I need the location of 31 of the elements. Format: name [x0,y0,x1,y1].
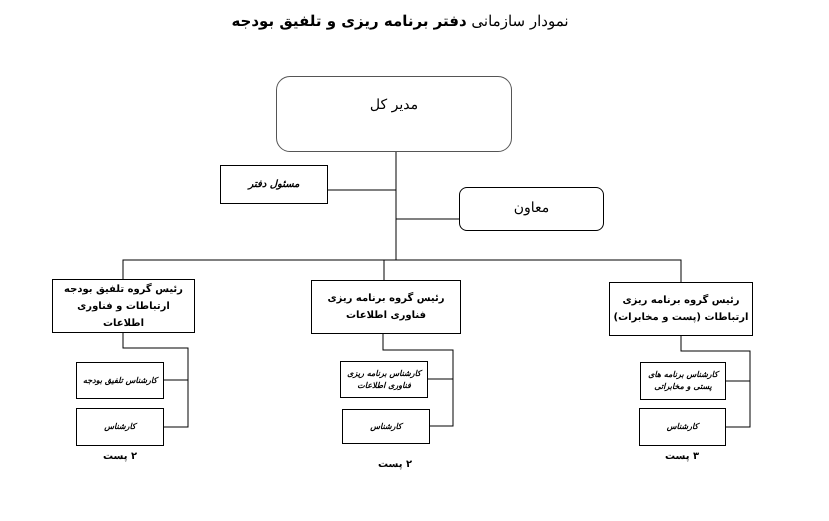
connector-line [382,334,454,426]
staff-box [76,408,164,446]
node-label: کارشناس [104,421,136,433]
node-label: مدیر کل [370,96,418,115]
staff-box [76,362,164,399]
diagram-title: نمودار سازمانی دفتر برنامه ریزی و تلفیق بودجه [230,12,570,30]
node-label: کارشناس برنامه های پستی و مخابراتی [647,369,721,393]
connector-line [680,336,750,428]
connector-line [122,332,188,428]
node-label: رئیس گروه برنامه ریزی فناوری اطلاعات [326,291,446,323]
node-label: مسئول دفتر [248,178,300,192]
deputy-box [459,187,604,231]
group-head-box [609,282,753,336]
group-head-box [52,279,195,333]
node-label: معاون [514,199,550,218]
office-box [220,165,328,204]
node-label: رئیس گروه تلفیق بودجه ارتباطات و فناوری اطلاعات [63,282,184,330]
staff-box [342,409,430,444]
director-box [276,76,512,152]
node-label: کارشناس [370,420,402,432]
staff-box [639,408,726,446]
node-label: کارشناس برنامه ریزی فناوری اطلاعات [346,368,424,392]
staff-box [340,361,428,398]
group-head-box [311,280,461,334]
node-label: کارشناس [666,421,698,433]
post-count: ۲ پست [102,451,138,462]
node-label: کارشناس تلفیق بودجه [82,374,158,386]
post-count: ۳ پست [664,451,700,462]
post-count: ۲ پست [378,459,412,470]
node-label: رئیس گروه برنامه ریزی ارتباطات (پست و مخابرات) [612,293,750,325]
staff-box [640,362,726,400]
